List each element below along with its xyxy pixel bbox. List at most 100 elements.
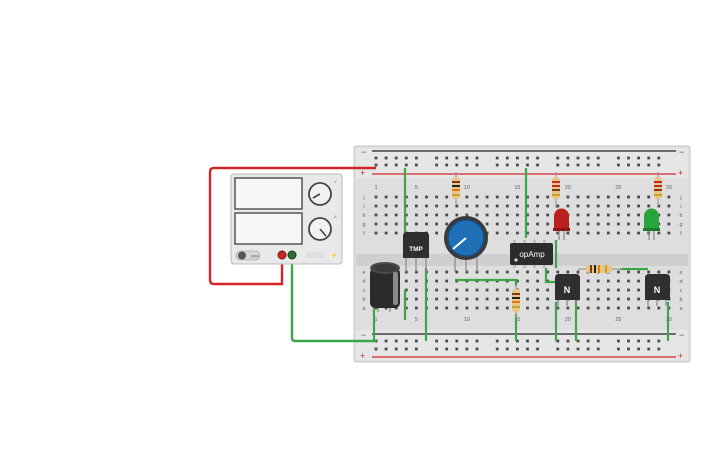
temperature-sensor[interactable]: TMP [403,232,429,272]
terminal-hole[interactable] [495,288,499,292]
terminal-hole[interactable] [576,306,580,310]
terminal-hole[interactable] [485,288,489,292]
terminal-hole[interactable] [384,204,388,208]
rail-hole[interactable] [475,156,479,160]
rail-hole[interactable] [657,163,661,167]
terminal-hole[interactable] [526,306,529,310]
terminal-hole[interactable] [566,204,570,208]
terminal-hole[interactable] [546,231,550,235]
rail-hole[interactable] [415,347,418,351]
terminal-hole[interactable] [384,231,388,235]
terminal-hole[interactable] [637,288,640,292]
terminal-hole[interactable] [475,213,479,217]
rail-hole[interactable] [465,156,469,160]
terminal-hole[interactable] [536,231,539,235]
terminal-hole[interactable] [566,270,570,274]
terminal-hole[interactable] [617,306,620,310]
led-red[interactable] [553,208,570,240]
terminal-hole[interactable] [415,195,418,199]
terminal-hole[interactable] [586,231,590,235]
terminal-hole[interactable] [495,231,499,235]
terminal-hole[interactable] [526,213,529,217]
terminal-hole[interactable] [627,213,630,217]
rail-hole[interactable] [394,163,398,167]
terminal-hole[interactable] [455,204,459,208]
rail-hole[interactable] [647,163,651,167]
transistor-1[interactable]: N [555,274,580,306]
terminal-hole[interactable] [627,279,630,283]
terminal-hole[interactable] [404,195,408,199]
terminal-hole[interactable] [637,297,640,301]
rail-hole[interactable] [495,156,499,160]
terminal-hole[interactable] [435,288,438,292]
rail-hole[interactable] [526,156,529,160]
terminal-hole[interactable] [617,195,620,199]
terminal-hole[interactable] [404,204,408,208]
rail-hole[interactable] [526,339,529,343]
rail-hole[interactable] [445,156,449,160]
rail-hole[interactable] [505,156,509,160]
wire-opamp-to-transistor[interactable] [544,268,556,284]
rail-hole[interactable] [617,156,620,160]
terminal-hole[interactable] [374,195,378,199]
terminal-hole[interactable] [657,204,661,208]
terminal-hole[interactable] [435,270,438,274]
terminal-hole[interactable] [586,297,590,301]
terminal-hole[interactable] [546,213,550,217]
terminal-hole[interactable] [404,288,408,292]
terminal-hole[interactable] [485,297,489,301]
terminal-hole[interactable] [415,279,418,283]
terminal-hole[interactable] [667,204,671,208]
rail-hole[interactable] [465,163,469,167]
terminal-hole[interactable] [667,270,671,274]
terminal-hole[interactable] [606,231,610,235]
terminal-hole[interactable] [475,297,479,301]
terminal-hole[interactable] [657,231,661,235]
terminal-hole[interactable] [627,195,630,199]
rail-hole[interactable] [516,156,519,160]
terminal-hole[interactable] [516,231,519,235]
terminal-hole[interactable] [617,213,620,217]
rail-hole[interactable] [627,163,630,167]
terminal-hole[interactable] [465,213,469,217]
rail-hole[interactable] [516,163,519,167]
terminal-hole[interactable] [596,306,600,310]
terminal-hole[interactable] [505,297,509,301]
terminal-hole[interactable] [617,279,620,283]
rail-hole[interactable] [404,347,408,351]
terminal-hole[interactable] [384,195,388,199]
transistor-2[interactable]: N [645,274,670,306]
terminal-hole[interactable] [445,270,449,274]
rail-hole[interactable] [596,156,600,160]
terminal-hole[interactable] [596,222,600,226]
terminal-hole[interactable] [586,204,590,208]
terminal-hole[interactable] [576,270,580,274]
terminal-hole[interactable] [657,306,661,310]
terminal-hole[interactable] [394,306,398,310]
terminal-hole[interactable] [435,297,438,301]
terminal-hole[interactable] [596,195,600,199]
terminal-hole[interactable] [586,306,590,310]
terminal-hole[interactable] [394,204,398,208]
terminal-hole[interactable] [606,306,610,310]
rail-hole[interactable] [516,347,519,351]
terminal-hole[interactable] [536,195,539,199]
rail-hole[interactable] [445,347,449,351]
terminal-hole[interactable] [617,231,620,235]
rail-hole[interactable] [384,347,388,351]
rail-hole[interactable] [536,156,539,160]
terminal-hole[interactable] [516,213,519,217]
terminal-hole[interactable] [627,270,630,274]
potentiometer[interactable] [444,216,488,272]
rail-hole[interactable] [526,347,529,351]
rail-hole[interactable] [566,163,570,167]
rail-hole[interactable] [647,156,651,160]
terminal-hole[interactable] [576,222,580,226]
terminal-hole[interactable] [505,231,509,235]
terminal-hole[interactable] [495,222,499,226]
terminal-hole[interactable] [606,195,610,199]
terminal-hole[interactable] [606,222,610,226]
terminal-hole[interactable] [606,297,610,301]
terminal-hole[interactable] [586,222,590,226]
